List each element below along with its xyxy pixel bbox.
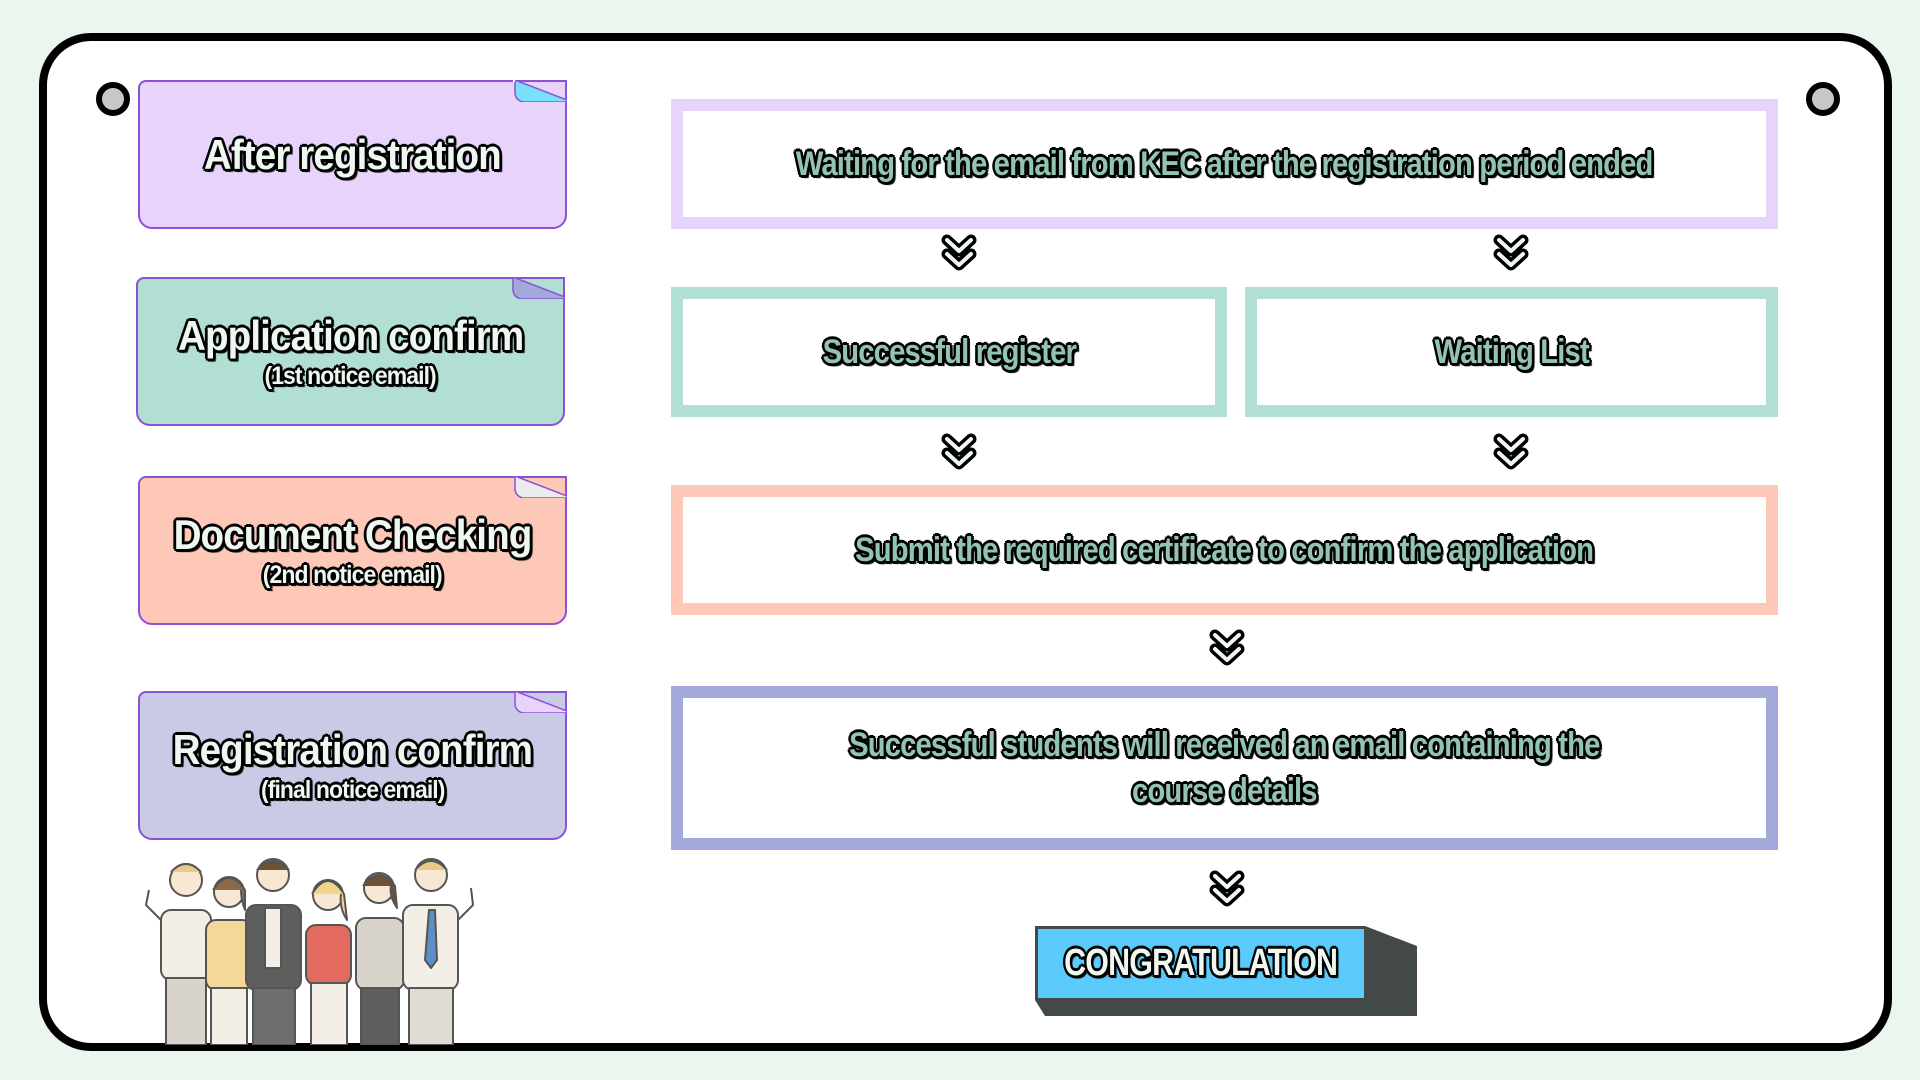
step-text-line2: course details bbox=[1132, 772, 1317, 810]
pin-dot-right bbox=[1806, 82, 1840, 116]
step-submit-certificate: Submit the required certificate to confi… bbox=[671, 485, 1778, 615]
double-chevron-down-icon bbox=[1209, 870, 1245, 907]
double-chevron-down-icon bbox=[1493, 433, 1529, 470]
stage-subtitle: (2nd notice email) bbox=[263, 561, 443, 589]
stage-title: After registration bbox=[204, 130, 502, 178]
page-fold-icon bbox=[514, 476, 567, 498]
stage-title: Registration confirm bbox=[172, 726, 533, 773]
stage-subtitle: (1st notice email) bbox=[264, 362, 437, 390]
stage-subtitle: (final notice email) bbox=[260, 776, 445, 804]
step-text: Waiting List bbox=[1434, 333, 1589, 371]
step-course-details-email: Successful students will received an ema… bbox=[671, 686, 1778, 850]
stage-label-application-confirm: Application confirm (1st notice email) bbox=[136, 277, 565, 426]
step-text: Successful register bbox=[822, 333, 1076, 371]
stage-label-registration-confirm: Registration confirm (final notice email… bbox=[138, 691, 567, 840]
banner-3d-shadow bbox=[1035, 926, 1417, 1016]
pin-dot-left bbox=[96, 82, 130, 116]
double-chevron-down-icon bbox=[1209, 629, 1245, 666]
stage-label-document-checking: Document Checking (2nd notice email) bbox=[138, 476, 567, 625]
happy-people-illustration bbox=[145, 858, 474, 1045]
stage-label-after-registration: After registration bbox=[138, 80, 567, 229]
double-chevron-down-icon bbox=[1493, 234, 1529, 271]
step-waiting-email: Waiting for the email from KEC after the… bbox=[671, 99, 1778, 229]
step-successful-register: Successful register bbox=[671, 287, 1227, 417]
page-fold-icon bbox=[513, 80, 567, 102]
step-text: Submit the required certificate to confi… bbox=[855, 531, 1594, 569]
page-fold-icon bbox=[512, 277, 565, 299]
page-fold-icon bbox=[514, 691, 567, 713]
double-chevron-down-icon bbox=[941, 234, 977, 271]
step-text: Waiting for the email from KEC after the… bbox=[796, 145, 1654, 183]
congratulation-text: CONGRATULATION bbox=[1064, 942, 1338, 984]
stage-title: Application confirm bbox=[177, 312, 524, 359]
step-waiting-list: Waiting List bbox=[1245, 287, 1778, 417]
step-text-line1: Successful students will received an ema… bbox=[849, 726, 1600, 764]
double-chevron-down-icon bbox=[941, 433, 977, 470]
stage-title: Document Checking bbox=[173, 511, 533, 558]
